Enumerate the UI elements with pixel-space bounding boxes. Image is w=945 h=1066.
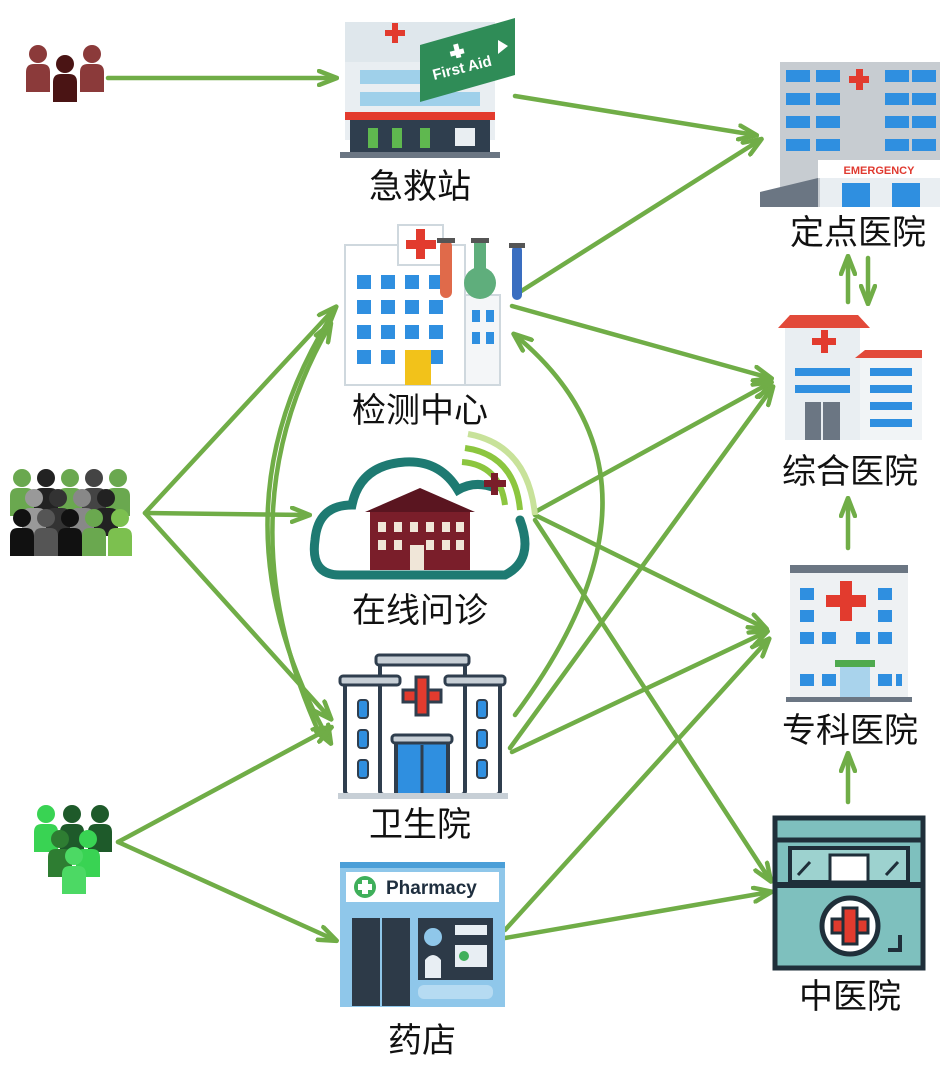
arrow-middle-group-to-online [142,513,308,515]
arrow-testing-to-designated [512,140,760,298]
arrow-health-center-to-testing-right-curve [515,335,605,718]
first-aid-station-icon: First Aid [340,18,515,158]
designated-hospital-icon: EMERGENCY [760,62,940,207]
node-label-specialty-hospital: 专科医院 [782,711,918,751]
arrow-online-to-general [532,383,770,515]
tcm-hospital-icon [772,815,926,971]
arrow-health-center-to-general [507,388,772,751]
arrow-online-to-specialty [532,512,765,628]
arrow-bottom-group-to-pharmacy [115,839,335,940]
arrows [105,78,868,941]
arrow-pharmacy-to-tcm [502,892,770,941]
emergency-sign: EMERGENCY [844,165,916,177]
arrow-online-to-tcm [532,517,770,880]
node-label-designated-hospital: 定点医院 [790,213,926,253]
general-hospital-icon [778,315,922,440]
arrow-health-center-to-specialty [509,632,766,755]
testing-center-icon [344,224,525,386]
arrow-first-aid-to-designated [512,93,755,135]
people-crowd-gray-green-icon [10,469,132,556]
node-label-pharmacy: 药店 [388,1021,456,1061]
node-label-tcm-hospital: 中医院 [799,977,901,1017]
arrow-testing-to-general [509,303,770,378]
pharmacy-sign: Pharmacy [386,878,477,899]
specialty-hospital-icon [786,565,912,702]
node-label-online-consult: 在线问诊 [352,591,488,631]
people-group-dark-red-icon [26,45,104,102]
arrow-pharmacy-to-specialty [502,640,768,933]
node-label-general-hospital: 综合医院 [782,452,918,492]
health-center-icon [338,653,508,799]
people-group-green-icon [34,805,112,894]
online-consult-cloud-icon [309,431,538,580]
node-label-health-center: 卫生院 [369,805,471,845]
arrow-bottom-group-to-health-center [115,728,330,845]
node-label-first-aid-station: 急救站 [369,167,471,207]
pharmacy-icon: Pharmacy [340,862,505,1007]
node-label-testing-center: 检测中心 [352,391,488,431]
arrow-middle-group-to-testing [142,308,335,516]
arrow-testing-to-health-center-curve [265,315,331,742]
